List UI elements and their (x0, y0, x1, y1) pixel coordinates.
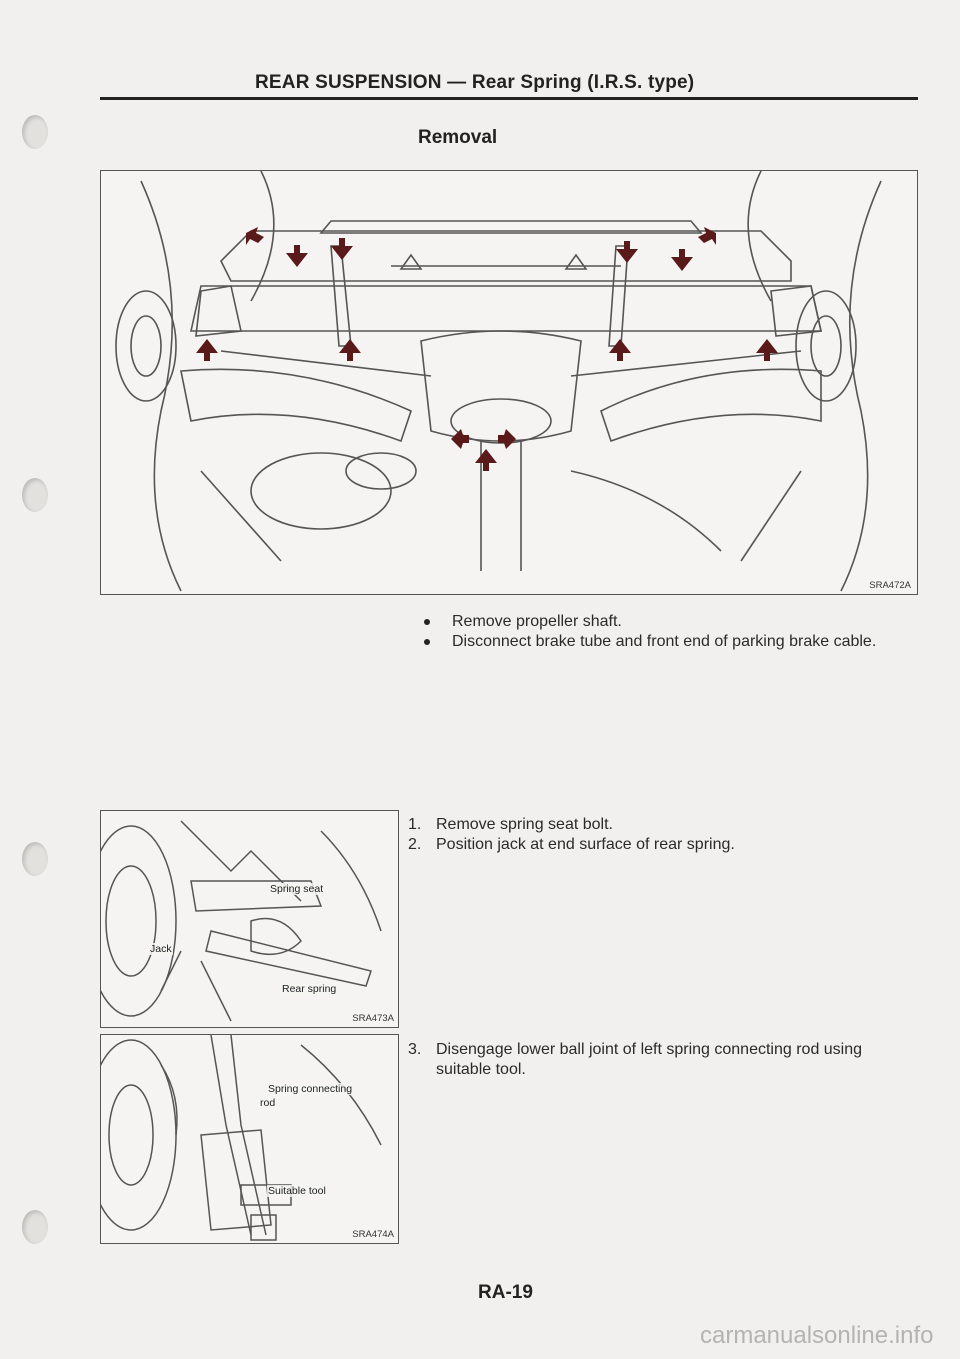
label-connecting-rod-line2: rod (259, 1097, 277, 1109)
bullet-item: Disconnect brake tube and front end of p… (424, 632, 916, 652)
label-spring-seat: Spring seat (269, 883, 325, 895)
suspension-diagram: SRA472A (100, 170, 918, 595)
spring-seat-drawing (101, 820, 382, 1022)
binder-hole (22, 842, 48, 876)
figure-code: SRA472A (869, 580, 911, 591)
steps-list: 1. Remove spring seat bolt. 2. Position … (408, 815, 916, 855)
label-connecting-rod: Spring connecting (267, 1083, 354, 1095)
connecting-rod-drawing (101, 1035, 382, 1241)
page-number: RA-19 (478, 1282, 533, 1303)
connecting-rod-figure: Spring connecting rod Suitable tool SRA4… (100, 1034, 399, 1244)
step-item: 1. Remove spring seat bolt. (408, 816, 613, 833)
suspension-drawing (115, 171, 882, 592)
label-suitable-tool: Suitable tool (267, 1185, 327, 1197)
figure-code: SRA473A (352, 1013, 394, 1024)
bullet-item: Remove propeller shaft. (424, 612, 916, 632)
step-item: 2. Position jack at end surface of rear … (408, 836, 735, 853)
figure-code: SRA474A (352, 1229, 394, 1240)
header-rule (100, 97, 918, 100)
steps-list: 3. Disengage lower ball joint of left sp… (408, 1040, 916, 1080)
binder-hole (22, 478, 48, 512)
bullet-dot-icon (424, 639, 430, 645)
spring-seat-figure: Spring seat Jack Rear spring SRA473A (100, 810, 399, 1028)
section-title: Removal (418, 127, 498, 148)
page-header: REAR SUSPENSION — Rear Spring (I.R.S. ty… (255, 72, 695, 93)
bullet-dot-icon (424, 619, 430, 625)
label-jack: Jack (149, 943, 173, 955)
watermark: carmanualsonline.info (700, 1322, 934, 1349)
step-item: 3. Disengage lower ball joint of left sp… (408, 1041, 863, 1078)
label-rear-spring: Rear spring (281, 983, 338, 995)
binder-hole (22, 115, 48, 149)
binder-hole (22, 1210, 48, 1244)
instruction-bullets: Remove propeller shaft. Disconnect brake… (424, 612, 916, 652)
bolt-location-arrows (196, 227, 778, 471)
